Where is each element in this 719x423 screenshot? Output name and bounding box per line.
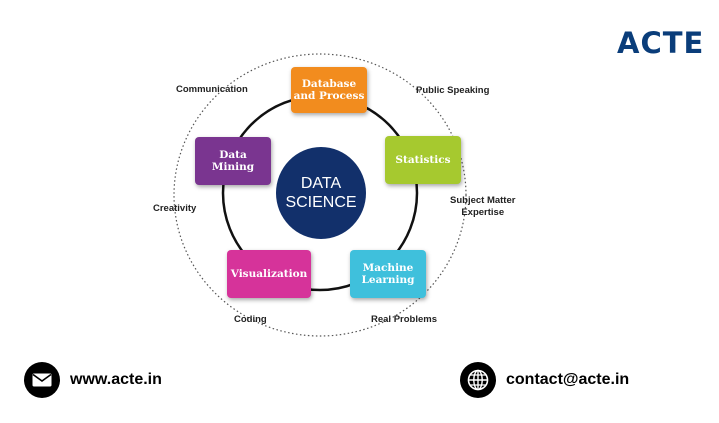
email-link[interactable]: contact@acte.in (506, 371, 630, 388)
node-machine-learning: Machine Learning (350, 250, 426, 298)
node-statistics: Statistics (385, 136, 461, 184)
node-data-mining: Data Mining (195, 137, 271, 185)
mail-icon (24, 362, 60, 398)
outer-dotted-ring (173, 53, 467, 337)
website-contact[interactable]: www.acte.in (24, 362, 162, 398)
skill-subject-matter-expertise: Subject Matter Expertise (450, 195, 516, 218)
acte-logo: ACTE (617, 26, 704, 60)
skill-creativity: Creativity (153, 203, 197, 214)
skill-coding: Coding (234, 314, 267, 325)
node-database-and-process: Database and Process (291, 67, 367, 113)
website-link[interactable]: www.acte.in (70, 371, 162, 388)
skill-real-problems: Real Problems (371, 314, 437, 325)
node-visualization: Visualization (227, 250, 311, 298)
logo-text: ACTE (617, 26, 705, 60)
center-data-science: DATA SCIENCE (276, 147, 366, 239)
globe-icon (460, 362, 496, 398)
skill-public-speaking: Public Speaking (416, 85, 490, 96)
skill-communication: Communication (176, 84, 248, 95)
email-contact[interactable]: contact@acte.in (460, 362, 629, 398)
